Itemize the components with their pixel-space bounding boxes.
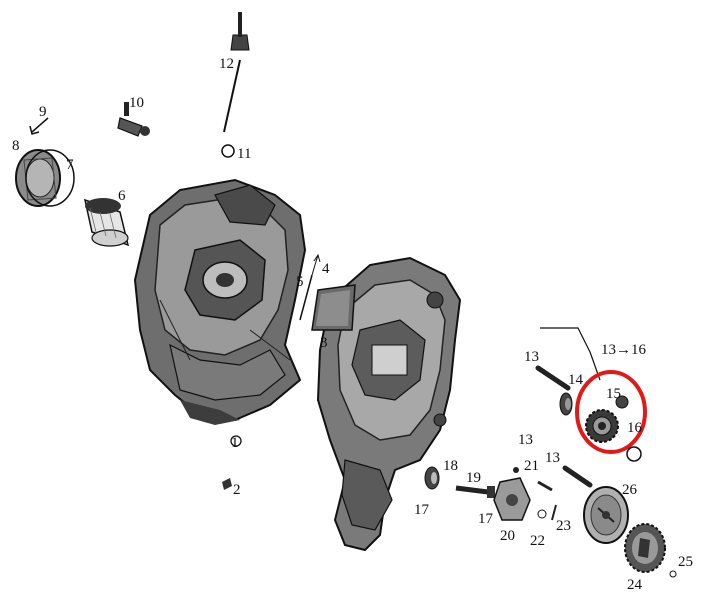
gasket-part-3	[311, 284, 356, 331]
highlight-circle	[575, 370, 647, 454]
label-12: 12	[219, 56, 234, 72]
label-15: 15	[606, 386, 621, 402]
label-20: 20	[500, 528, 515, 544]
pin-part-13-lower	[562, 465, 593, 488]
pump-cover-part-20	[493, 477, 531, 521]
label-22: 22	[530, 533, 545, 549]
leader-part-4	[311, 254, 319, 276]
oring-part-16	[626, 446, 642, 462]
dipstick-part-12	[223, 12, 250, 133]
label-16: 16	[627, 420, 643, 436]
right-crankcase-half	[316, 256, 462, 552]
seal-part-17	[424, 466, 440, 490]
pin-part-13-upper	[535, 365, 571, 391]
label-10: 10	[129, 95, 144, 111]
label-19: 19	[466, 470, 481, 486]
label-26: 26	[622, 482, 638, 498]
gear-disc-part-26	[583, 486, 629, 544]
gear-part-15	[585, 409, 619, 443]
label-6: 6	[118, 188, 126, 204]
label-9: 9	[39, 104, 47, 120]
label-18: 18	[443, 458, 458, 474]
label-4: 4	[322, 261, 330, 277]
label-13-lower: 13	[545, 450, 560, 466]
cover-part-8	[15, 149, 61, 207]
callout-labels: 1 2 3 4 5 6 7 8 9 10 11 12 13 14 15 16 1…	[12, 56, 693, 593]
pin-part-5	[299, 274, 313, 321]
pin-part-9	[29, 117, 49, 135]
oring-part-1	[230, 435, 242, 447]
left-crankcase-half	[133, 178, 307, 425]
label-3: 3	[320, 335, 328, 351]
label-13-ref: 13	[518, 432, 533, 448]
label-13-upper: 13	[524, 349, 539, 365]
oring-part-11	[221, 144, 235, 158]
label-17-left: 17	[414, 502, 430, 518]
label-14: 14	[568, 372, 584, 388]
label-25: 25	[678, 554, 693, 570]
label-8: 8	[12, 138, 20, 154]
label-5: 5	[296, 274, 304, 290]
label-7: 7	[66, 157, 74, 173]
label-21: 21	[524, 458, 539, 474]
nut-part-19	[487, 486, 495, 498]
oring-part-7	[25, 149, 75, 207]
gear-part-24	[624, 523, 666, 573]
label-2: 2	[233, 482, 241, 498]
washer-part-25	[669, 570, 677, 578]
pin-part-23	[551, 504, 557, 521]
pin-part-2	[222, 478, 232, 490]
label-24: 24	[627, 577, 643, 593]
label-1: 1	[231, 435, 239, 451]
label-13-to-16: 13→16	[601, 342, 647, 358]
washer-part-22	[537, 509, 547, 519]
label-17-right: 17	[478, 511, 494, 527]
part-16-shaft	[615, 395, 629, 409]
bolt-part-18	[455, 485, 489, 495]
leader-part-16	[540, 327, 601, 381]
pin-part-21	[537, 480, 553, 492]
filter-part-6	[83, 198, 130, 247]
label-11: 11	[237, 146, 251, 162]
label-23: 23	[556, 518, 571, 534]
bearing-part-14	[559, 392, 573, 416]
sensor-part-10	[117, 102, 150, 137]
